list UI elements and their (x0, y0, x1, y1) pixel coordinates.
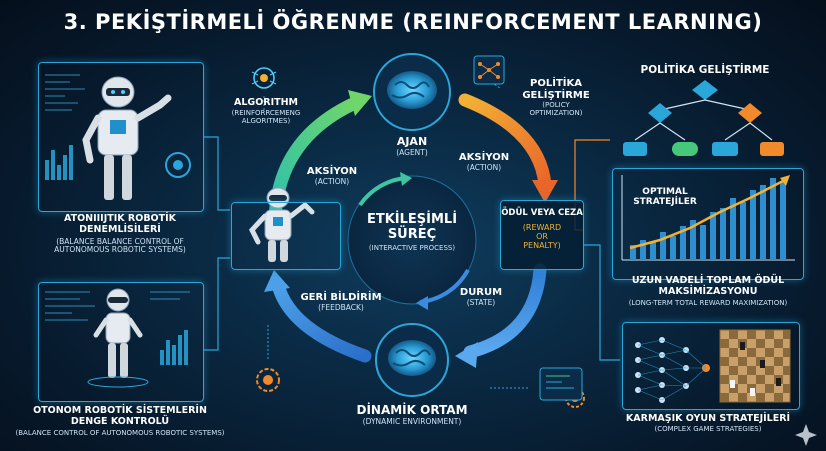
state-label: DURUM (STATE) (446, 287, 516, 307)
action-right-label: AKSİYON (ACTION) (444, 152, 524, 172)
state-sub: (STATE) (466, 297, 496, 307)
long-term-sub: (LONG-TERM TOTAL REWARD MAXIMIZATION) (628, 298, 788, 307)
reward-sub1: (REWARD (522, 222, 562, 232)
agent-label: AJAN (AGENT) (372, 135, 452, 157)
policy-sub1: (POLICY (542, 101, 570, 109)
game-panel (622, 322, 800, 410)
interactive-circle (347, 175, 477, 305)
algorithm-sub1: (REINFORRCEMENG (231, 108, 301, 117)
games-sub: (COMPLEX GAME STRATEGIES) (654, 424, 762, 433)
feedback-label: GERİ BİLDİRİM (FEEDBACK) (296, 292, 386, 312)
page-title: 3. PEKİŞTİRMELİ ÖĞRENME (REINFORCEMENT L… (63, 10, 763, 34)
game-panel-art (635, 329, 791, 403)
optimal-label: OPTIMAL STRATEJİLER (615, 187, 715, 208)
policy-title2: GELİŞTİRME (522, 89, 590, 101)
action-left-label: AKSİYON (ACTION) (292, 166, 372, 186)
reward-sub2: OR (536, 231, 548, 241)
autonomous-sub: (BALANCE CONTROL OF AUTONOMOUS ROBOTIC S… (15, 428, 225, 437)
environment-title: DİNAMİK ORTAM (356, 403, 468, 417)
center-label: ETKİLEŞİMLİ SÜREÇ (INTERACTIVE PROCESS) (352, 212, 472, 252)
policy-dev-label: POLİTİKA GELİŞTİRME (610, 64, 800, 76)
policy-tree-art (623, 80, 784, 156)
center-robot-art (248, 187, 315, 262)
action-right-title: AKSİYON (458, 152, 510, 163)
arrowhead-tr (532, 180, 558, 203)
autonomous-panel-art (45, 288, 190, 388)
robotics-panel (38, 62, 204, 212)
autonomous-title2: DENGE KONTROLÜ (70, 415, 170, 427)
reward-title: ÖDÜL VEYA CEZA (501, 208, 583, 218)
robotics-panel-art (45, 74, 191, 200)
optimal-title1: OPTIMAL (642, 187, 688, 197)
long-term-title2: MAKSİMİZASYONU (658, 285, 758, 297)
games-title: KARMAŞIK OYUN STRATEJİLERİ (625, 413, 791, 424)
algorithm-label: ALGORITHM (REINFORRCEMENG ALGORITMES) (218, 97, 314, 125)
center-robot-panel (231, 202, 341, 270)
feedback-sub: (FEEDBACK) (318, 302, 364, 312)
arrowhead-bl (264, 270, 290, 292)
policy-title1: POLİTİKA (530, 78, 582, 89)
long-term-label: UZUN VADELİ TOPLAM ÖDÜL MAKSİMİZASYONU (… (606, 275, 810, 307)
environment-sub: (DYNAMIC ENVIRONMENT) (362, 416, 462, 426)
terminal-icon-art (539, 367, 583, 401)
reward-chart-panel (612, 168, 804, 280)
policy-icon-art (473, 55, 505, 85)
autonomous-label: OTONOM ROBOTİK SİSTEMLERİN DENGE KONTROL… (4, 405, 236, 437)
autonomous-title1: OTONOM ROBOTİK SİSTEMLERİN (33, 405, 207, 416)
feedback-title: GERİ BİLDİRİM (300, 292, 382, 303)
robotics-sub2: AUTONOMOUS ROBOTIC SYSTEMS) (54, 245, 186, 255)
environment-label: DİNAMİK ORTAM (DYNAMIC ENVIRONMENT) (330, 403, 494, 426)
action-left-title: AKSİYON (306, 166, 358, 177)
policy-label: POLİTİKA GELİŞTİRME (POLICY OPTIMIZATION… (506, 78, 606, 117)
sparkle-icon (795, 424, 817, 446)
robotics-label: ATONIIIJTIK ROBOTİK DENEMLİSİLERİ (BALAN… (20, 213, 220, 255)
policy-dev-title: POLİTİKA GELİŞTİRME (640, 64, 770, 76)
arrow-reward-to-env (463, 263, 547, 359)
reward-chart-art (621, 175, 795, 261)
center-line2: SÜREÇ (387, 226, 437, 242)
algorithm-title: ALGORITHM (233, 97, 298, 108)
action-right-sub: (ACTION) (466, 162, 502, 172)
autonomous-panel (38, 282, 204, 402)
arrowhead-br (455, 342, 478, 368)
agent-sub: (AGENT) (396, 147, 428, 157)
policy-sub2: OPTIMIZATION) (529, 109, 583, 118)
reward-sub3: PENALTY) (523, 241, 561, 251)
algorithm-sub2: ALGORITMES) (241, 116, 291, 125)
arrow-agent-to-reward (458, 93, 552, 192)
action-left-sub: (ACTION) (314, 176, 350, 186)
games-label: KARMAŞIK OYUN STRATEJİLERİ (COMPLEX GAME… (610, 413, 806, 433)
algorithm-icon-art (251, 67, 277, 89)
center-sub: (INTERACTIVE PROCESS) (368, 243, 456, 252)
reward-panel (500, 200, 584, 270)
robotics-sub1: (BALANCE BALANCE CONTROL OF (56, 236, 184, 246)
center-line1: ETKİLEŞİMLİ (366, 212, 458, 227)
long-term-title1: UZUN VADELİ TOPLAM ÖDÜL (631, 275, 785, 286)
arrow-env-to-left (271, 278, 372, 363)
agent-title: AJAN (396, 135, 428, 148)
robotics-title1: ATONIIIJTIK ROBOTİK (63, 213, 177, 224)
robotics-title2: DENEMLİSİLERİ (79, 223, 161, 235)
optimal-title2: STRATEJİLER (633, 197, 697, 208)
state-title: DURUM (459, 287, 503, 298)
arrowhead-tl (348, 90, 372, 116)
reward-label: ÖDÜL VEYA CEZA (REWARD OR PENALTY) (500, 208, 584, 251)
